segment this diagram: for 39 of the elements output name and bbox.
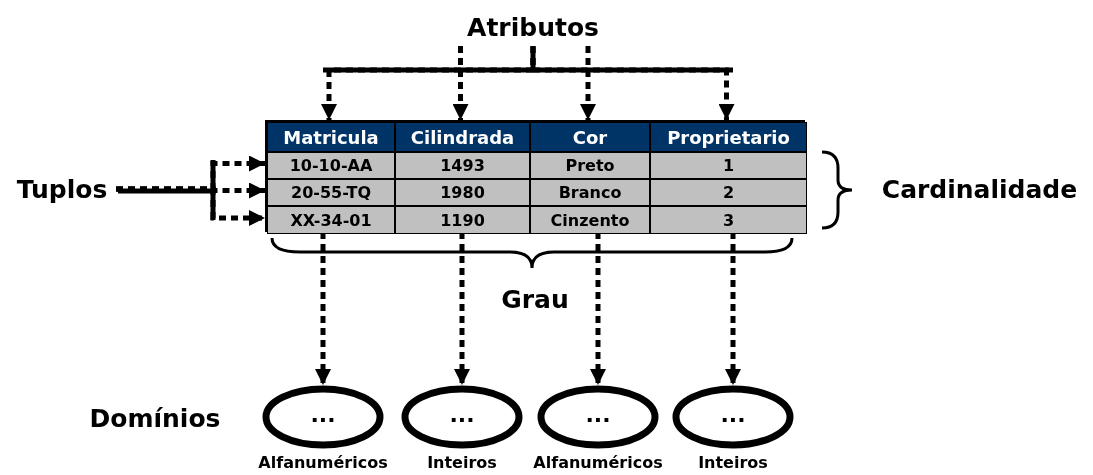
table-cell: 2 [650, 179, 807, 206]
ellipsis-text: ... [585, 401, 611, 427]
column-header: Matricula [267, 122, 395, 152]
table-row [267, 179, 807, 206]
annotation-text: Cardinalidade [880, 173, 1079, 206]
ellipsis-text: ... [449, 401, 475, 427]
column-header: Proprietario [650, 122, 807, 152]
data-table [265, 120, 805, 232]
table-row [267, 206, 807, 234]
annotation-text: Grau [500, 283, 570, 316]
table-cell: 1493 [395, 152, 530, 179]
ellipsis-text: ... [720, 401, 746, 427]
table-cell: 20-55-TQ [267, 179, 395, 206]
table-cell: Cinzento [530, 206, 650, 234]
column-header: Cor [530, 122, 650, 152]
row-label: Domínios [88, 402, 222, 435]
column-header: Cilindrada [395, 122, 530, 152]
table-cell: Preto [530, 152, 650, 179]
table-cell: 1190 [395, 206, 530, 234]
arrow [454, 232, 470, 385]
arrow [315, 232, 331, 385]
arrow [590, 232, 606, 385]
table-cell: 10-10-AA [267, 152, 395, 179]
heading-text: Atributos [458, 8, 608, 46]
table-cell: 1980 [395, 179, 530, 206]
domain-label: Alfanuméricos [532, 453, 664, 472]
arrow [116, 186, 265, 226]
arrow [452, 46, 469, 120]
table-cell: 1 [650, 152, 807, 179]
ellipsis-text: ... [310, 401, 336, 427]
arrow [725, 232, 741, 385]
table-cell: 3 [650, 206, 807, 234]
table-cell: Branco [530, 179, 650, 206]
arrow [580, 46, 596, 120]
domain-label: Alfanuméricos [257, 453, 389, 472]
arrow [530, 46, 735, 120]
table-cell: XX-34-01 [267, 206, 395, 234]
side-label: Tuplos [8, 170, 116, 208]
table-row [267, 152, 807, 179]
